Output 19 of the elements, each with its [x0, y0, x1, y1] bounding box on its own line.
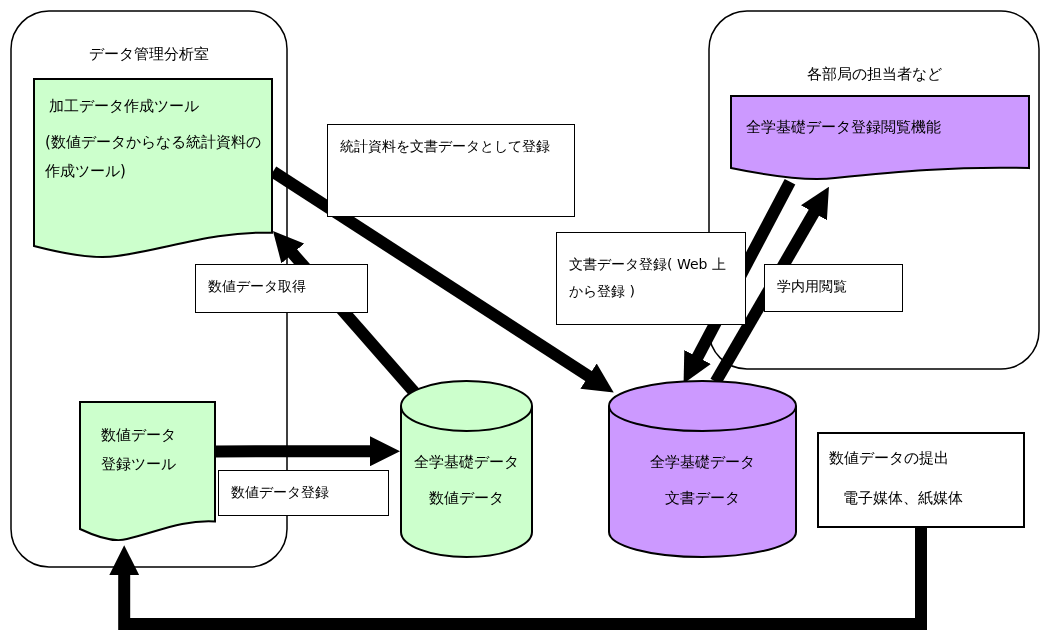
node-label: 文書データ	[664, 488, 741, 509]
edge-label: 数値データ取得	[195, 264, 368, 313]
group-heading: 各部局の担当者など	[805, 64, 943, 85]
group-heading: データ管理分析室	[88, 44, 210, 65]
node-label: 電子媒体、紙媒体	[843, 488, 963, 509]
edge-label: 学内用閲覧	[764, 264, 903, 312]
arrow	[109, 528, 927, 630]
edge-label: 統計資料を文書データとして登録	[327, 124, 575, 217]
node-label: 数値データ	[428, 488, 505, 509]
node-label: 全学基礎データ	[413, 452, 520, 473]
arrow	[216, 436, 400, 467]
node-label: 全学基礎データ登録閲覧機能	[746, 117, 941, 138]
node-label: 数値データ登録ツール	[101, 425, 177, 475]
node-label: 加工データ作成ツール	[49, 96, 199, 117]
edge-label: 文書データ登録( Web 上から登録 )	[556, 232, 746, 325]
edge-label: 数値データ登録	[218, 470, 389, 516]
node-label: 全学基礎データ	[649, 452, 756, 473]
node-label: 数値データの提出	[829, 448, 949, 469]
node-label: (数値データからなる統計資料の作成ツール)	[45, 132, 262, 182]
